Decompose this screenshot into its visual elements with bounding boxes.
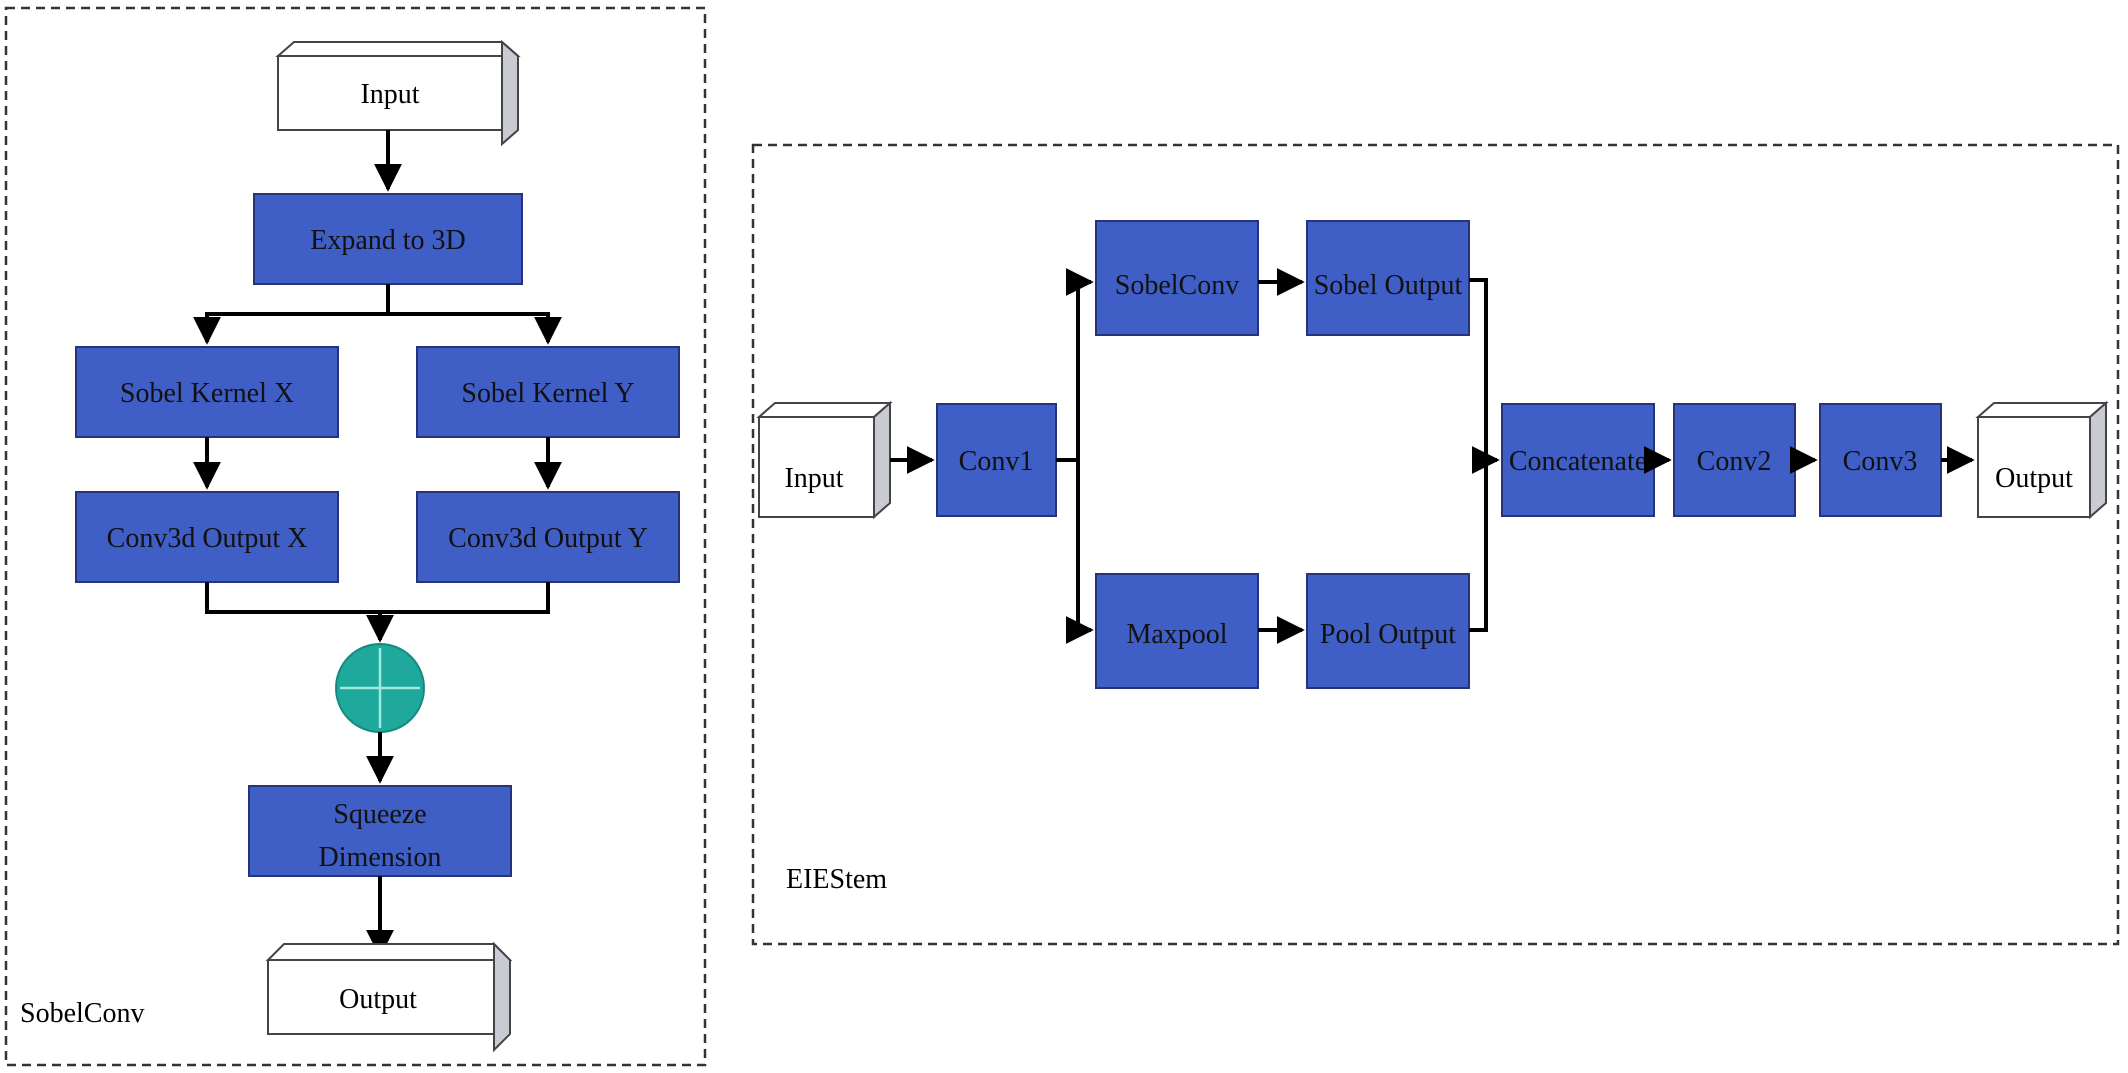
squeeze-label-line2: Dimension [319,842,442,873]
sobelconv-frame [4,6,707,1067]
maxpool-label: Maxpool [1126,619,1227,650]
eiestem-input-label: Input [784,463,843,494]
sobelconv-output-node [265,941,513,1053]
sobelconv-input-label: Input [360,79,419,110]
sobel-output-label: Sobel Output [1314,270,1463,301]
sobel-kernel-y-label: Sobel Kernel Y [461,378,634,409]
edge-conv-x-merge [205,582,550,614]
eiestem-output-label: Output [1995,463,2073,494]
eiestem-output-node [1975,400,2109,520]
expand-to-3d-node [253,193,523,285]
sobel-kernel-x-label: Sobel Kernel X [120,378,294,409]
squeeze-dimension-node [248,785,512,877]
eiestem-sobelconv-node [1095,220,1259,336]
conv3d-output-x-node [75,491,339,583]
conv2-label: Conv2 [1697,446,1772,477]
edge-sobel-output-merge [1469,278,1488,632]
pool-output-label: Pool Output [1320,619,1456,650]
squeeze-label-line1: Squeeze [333,799,426,830]
eiestem-frame [751,143,2120,946]
sobelconv-caption: SobelConv [20,998,144,1029]
eiestem-sobelconv-label: SobelConv [1115,270,1239,301]
conv3d-output-y-label: Conv3d Output Y [448,523,648,554]
edge-branch-maxpool [1065,460,1094,644]
conv1-node [936,403,1057,517]
sobel-kernel-x-node [75,346,339,438]
conv3d-output-y-node [416,491,680,583]
sobel-kernel-y-node [416,346,680,438]
sobel-output-node [1306,220,1470,336]
sum-node [335,643,425,733]
edge-split-kernel-x [193,312,548,345]
conv3d-output-x-label: Conv3d Output X [107,523,308,554]
expand-to-3d-label: Expand to 3D [310,225,466,256]
concatenate-label: Concatenate [1509,446,1647,477]
maxpool-node [1095,573,1259,689]
eiestem-caption: EIEStem [786,864,887,895]
sobelconv-output-label: Output [339,984,417,1015]
conv3-label: Conv3 [1843,446,1918,477]
edge-split-kernel-y [388,312,562,345]
concatenate-node [1501,403,1655,517]
conv1-label: Conv1 [959,446,1034,477]
eiestem-input-node [756,400,893,520]
conv2-node [1673,403,1796,517]
pool-output-node [1306,573,1470,689]
